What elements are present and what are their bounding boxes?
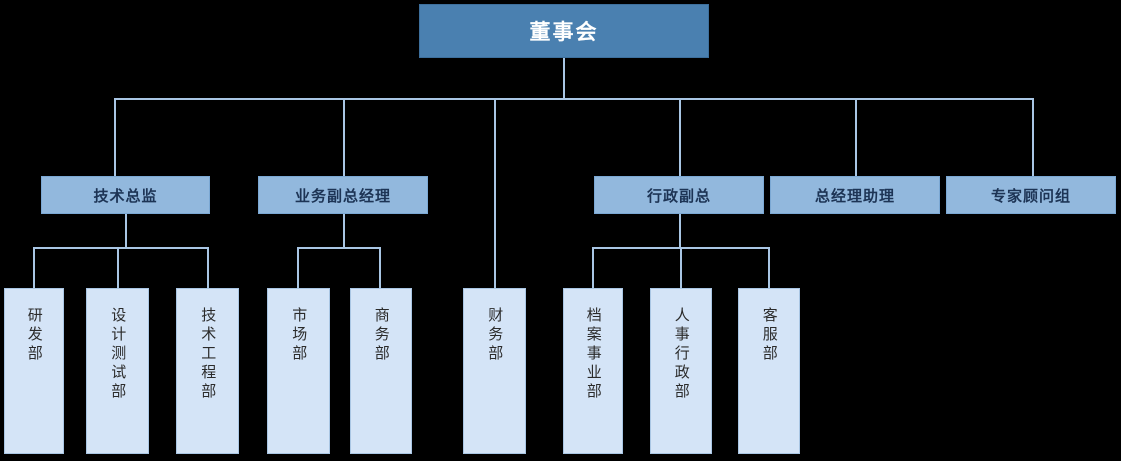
connector-drop-finance-direct bbox=[494, 98, 496, 288]
connector-drop-gm-assistant bbox=[855, 98, 857, 176]
node-label: 财务部 bbox=[486, 307, 504, 364]
node-design-test-dept[interactable]: 设计测试部 bbox=[86, 288, 149, 454]
node-customer-service-dept[interactable]: 客服部 bbox=[738, 288, 800, 454]
connector-bus-tech-director bbox=[33, 247, 208, 249]
node-tech-director[interactable]: 技术总监 bbox=[41, 176, 210, 214]
node-business-vp[interactable]: 业务副总经理 bbox=[258, 176, 428, 214]
node-board-of-directors[interactable]: 董事会 bbox=[419, 4, 709, 58]
connector-drop-commerce-dept bbox=[379, 247, 381, 288]
node-label: 客服部 bbox=[760, 307, 778, 364]
node-label: 研发部 bbox=[25, 307, 43, 364]
node-label: 人事行政部 bbox=[672, 307, 690, 402]
connector-main-bus bbox=[114, 98, 1034, 100]
node-label: 技术工程部 bbox=[199, 307, 217, 402]
connector-stem-admin-vp bbox=[679, 214, 681, 248]
node-tech-engineering-dept[interactable]: 技术工程部 bbox=[176, 288, 239, 454]
connector-drop-customer-service-dept bbox=[768, 247, 770, 288]
connector-drop-archive-dept bbox=[592, 247, 594, 288]
node-expert-advisory-group[interactable]: 专家顾问组 bbox=[946, 176, 1116, 214]
connector-drop-marketing-dept bbox=[297, 247, 299, 288]
connector-drop-expert-group bbox=[1032, 98, 1034, 176]
node-rd-dept[interactable]: 研发部 bbox=[4, 288, 64, 454]
node-admin-vp[interactable]: 行政副总 bbox=[594, 176, 764, 214]
node-label: 档案事业部 bbox=[584, 307, 602, 402]
node-label: 市场部 bbox=[290, 307, 308, 364]
connector-bus-business-vp bbox=[297, 247, 381, 249]
node-label: 业务副总经理 bbox=[294, 187, 391, 205]
connector-drop-business-vp bbox=[343, 98, 345, 176]
node-label: 技术总监 bbox=[93, 187, 158, 205]
connector-stem-tech-director bbox=[125, 214, 127, 248]
connector-drop-design-test-dept bbox=[117, 247, 119, 288]
connector-drop-hr-admin-dept bbox=[680, 247, 682, 288]
connector-drop-tech-director bbox=[114, 98, 116, 176]
connector-drop-rd-dept bbox=[33, 247, 35, 288]
node-label: 行政副总 bbox=[646, 187, 711, 205]
node-gm-assistant[interactable]: 总经理助理 bbox=[770, 176, 940, 214]
node-finance-dept[interactable]: 财务部 bbox=[463, 288, 526, 454]
node-label: 总经理助理 bbox=[814, 187, 895, 205]
node-label: 商务部 bbox=[372, 307, 390, 364]
connector-root-stem bbox=[563, 58, 565, 99]
node-label: 专家顾问组 bbox=[990, 187, 1071, 205]
node-label: 董事会 bbox=[529, 21, 599, 44]
node-label: 设计测试部 bbox=[109, 307, 127, 402]
connector-drop-tech-eng-dept bbox=[207, 247, 209, 288]
node-marketing-dept[interactable]: 市场部 bbox=[267, 288, 330, 454]
connector-drop-admin-vp bbox=[679, 98, 681, 176]
node-archive-division[interactable]: 档案事业部 bbox=[563, 288, 623, 454]
node-hr-admin-dept[interactable]: 人事行政部 bbox=[650, 288, 712, 454]
node-commerce-dept[interactable]: 商务部 bbox=[350, 288, 412, 454]
connector-stem-business-vp bbox=[343, 214, 345, 248]
